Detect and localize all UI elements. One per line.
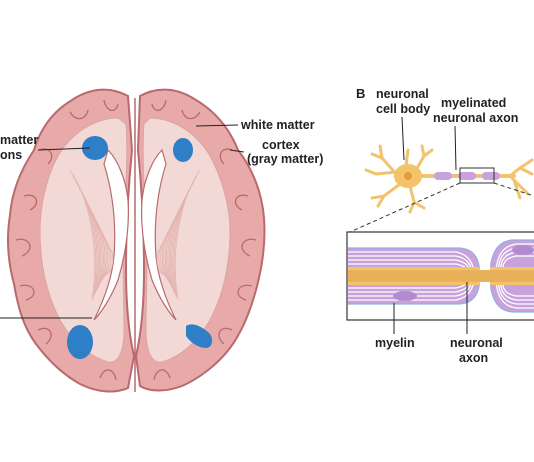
zoom-line-left	[349, 182, 461, 233]
fiber-line	[156, 247, 166, 275]
gyrus-fold	[23, 194, 38, 211]
label-cell-body-line1: neuronal	[376, 87, 429, 101]
label-cortex-line2: (gray matter)	[247, 152, 323, 166]
label-myelin: myelin	[375, 336, 415, 350]
label-axon-line2: axon	[459, 351, 488, 365]
label-white-matter: white matter	[240, 118, 315, 132]
gyrus-fold	[241, 238, 257, 257]
leader-cortex	[229, 149, 245, 153]
leader-lesions	[37, 147, 91, 151]
zoom-box	[459, 167, 495, 184]
myelin-sheath-icon	[346, 231, 534, 321]
gyrus-fold	[37, 327, 52, 345]
gyrus-fold	[69, 109, 89, 120]
panel-a-labels: matter ons white matter cortex (gray mat…	[0, 118, 323, 319]
label-lesions-line2: ons	[0, 148, 22, 162]
fiber-line	[168, 199, 186, 291]
brain-axial-section	[6, 88, 266, 393]
gyrus-fold	[181, 109, 201, 120]
gyrus-fold	[99, 369, 117, 381]
fiber-line	[93, 217, 106, 285]
label-myelinated-line2: neuronal axon	[433, 111, 518, 125]
leader-white-matter	[195, 124, 239, 127]
fiber-line	[166, 211, 180, 287]
fiber-striations	[69, 169, 201, 301]
gyrus-fold	[234, 194, 249, 211]
gyrus-fold	[218, 327, 233, 345]
fiber-line	[164, 217, 177, 285]
fiber-line	[81, 193, 100, 293]
gyrus-fold	[103, 99, 119, 111]
label-axon-line1: neuronal	[450, 336, 503, 350]
gyri-folds	[15, 99, 257, 381]
leader-cell-body	[401, 116, 405, 161]
panel-b-letter: B	[356, 86, 365, 101]
lesion-right-occipital	[186, 324, 213, 348]
gyrus-fold	[153, 369, 171, 381]
fiber-line	[170, 193, 189, 293]
right-ventricle	[141, 148, 177, 321]
zoom-line-right	[493, 182, 534, 197]
neuron-icon	[364, 144, 534, 214]
left-ventricle	[93, 148, 129, 321]
gyrus-fold	[151, 99, 167, 111]
fiber-line	[158, 241, 167, 277]
gyrus-fold	[19, 284, 35, 301]
lesion-left-frontal	[82, 136, 108, 160]
fiber-line	[104, 247, 114, 275]
label-myelinated-line1: myelinated	[441, 96, 506, 110]
label-lesions-line1: matter	[0, 133, 38, 147]
label-cell-body-line2: cell body	[376, 102, 430, 116]
lesion-left-occipital	[67, 325, 93, 359]
panel-b: B neuronal cell body myelinated neuronal…	[346, 86, 534, 365]
gyrus-fold	[219, 148, 233, 165]
gyrus-fold	[15, 238, 31, 257]
gyrus-fold	[237, 284, 253, 301]
fiber-line	[84, 199, 102, 291]
fiber-line	[103, 241, 112, 277]
lesion-right-frontal	[173, 138, 193, 162]
fiber-line	[90, 211, 104, 287]
label-cortex-line1: cortex	[262, 138, 300, 152]
fiber-line	[87, 205, 103, 289]
fiber-line	[167, 205, 183, 289]
leader-myelinated	[454, 125, 457, 171]
